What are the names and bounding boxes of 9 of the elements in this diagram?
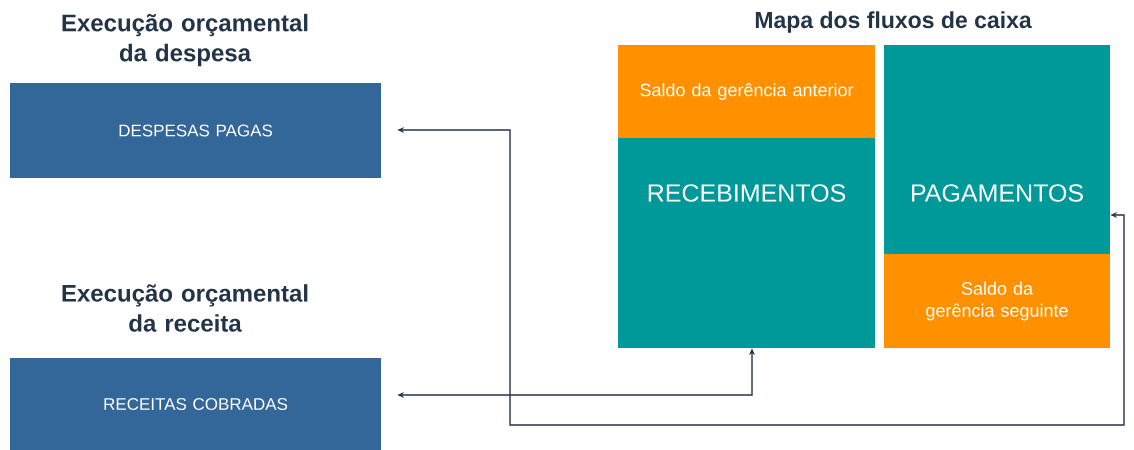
heading: Execução orçamental da despesa bbox=[62, 13, 308, 67]
title: Mapa dos fluxos de caixa bbox=[755, 11, 1032, 33]
heading: Execução orçamental da receita bbox=[62, 284, 308, 332]
panel: DESPESAS PAGAS bbox=[10, 83, 381, 178]
panel: RECEBIMENTOS bbox=[618, 138, 875, 348]
panel: RECEITAS COBRADAS bbox=[10, 358, 381, 450]
panel: PAGAMENTOS bbox=[884, 45, 1110, 254]
panel: Saldo da gerência anterior bbox=[618, 45, 875, 138]
panel: Saldo da gerência seguinte bbox=[884, 254, 1110, 348]
